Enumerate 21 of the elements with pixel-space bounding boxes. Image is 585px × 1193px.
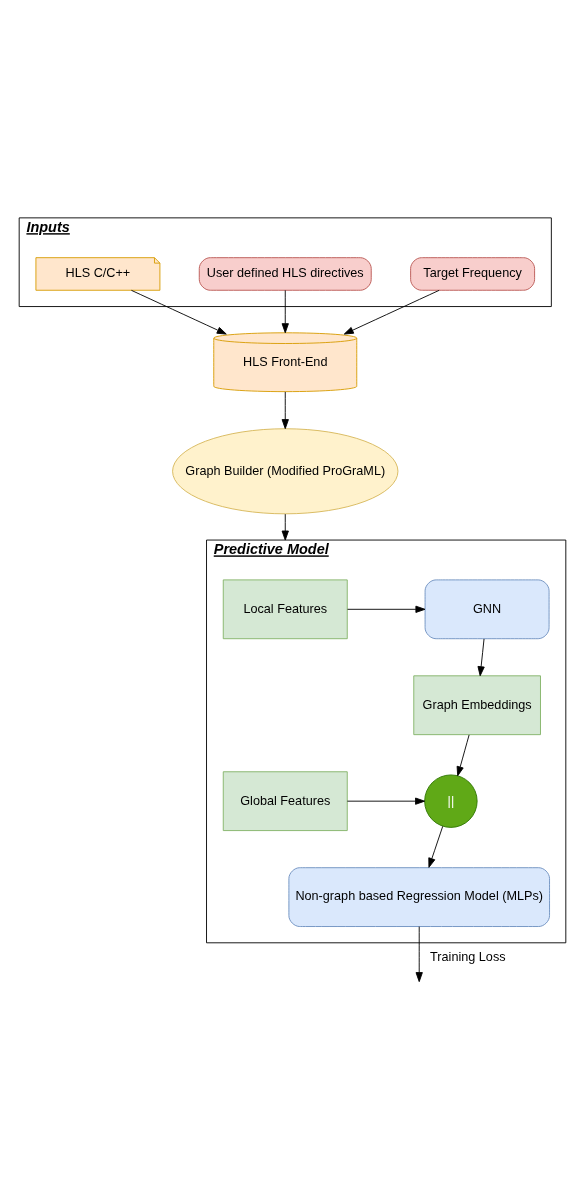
arrow xyxy=(456,734,470,777)
node-box: Graph Embeddings xyxy=(413,675,541,736)
arrow xyxy=(477,638,485,677)
node-ellipse: Graph Builder (Modified ProGraML) xyxy=(172,428,399,515)
node-circle: || xyxy=(424,774,478,828)
arrow xyxy=(281,513,289,541)
arrow xyxy=(346,797,426,805)
arrow xyxy=(130,289,227,335)
edge-label: Training Loss xyxy=(430,949,506,964)
node-box: Non-graph based Regression Model (MLPs) xyxy=(288,867,550,927)
node-box: Global Features xyxy=(222,771,348,832)
node-box: User defined HLS directives xyxy=(198,257,372,291)
arrow xyxy=(428,825,444,868)
arrow xyxy=(347,605,426,613)
node-box: Local Features xyxy=(222,579,348,640)
arrow xyxy=(415,926,423,983)
node-box: Target Frequency xyxy=(410,257,536,291)
arrow xyxy=(281,289,289,334)
node-box: GNN xyxy=(424,579,550,640)
arrow xyxy=(343,289,440,335)
arrow xyxy=(281,391,289,430)
